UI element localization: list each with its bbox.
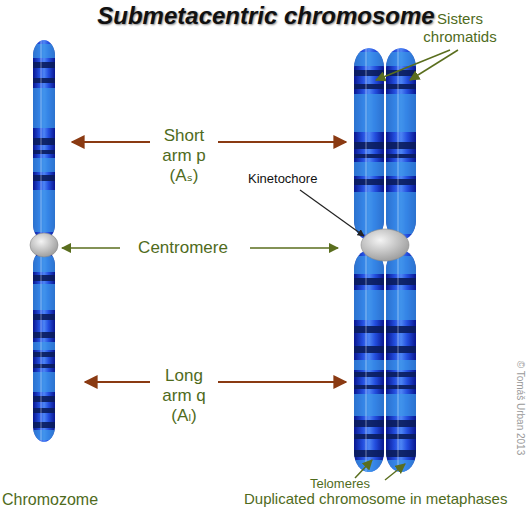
arm-label: Short arm p (Aₛ)	[156, 126, 212, 186]
chromosome-bands	[30, 40, 60, 442]
leader-arrow	[410, 50, 458, 80]
caption-label: Duplicated chromosome in metaphases	[244, 490, 507, 508]
caption-label: Chromozome	[2, 490, 98, 509]
kinetochore-shape	[361, 229, 409, 261]
leader-arrow	[85, 381, 150, 383]
leader-arrow	[218, 381, 346, 383]
chromatid-bands	[350, 48, 422, 472]
part-label: Sisters chromatids	[410, 10, 510, 46]
part-label: Centromere	[120, 238, 246, 258]
arm-label: Long arm q (Aₗ)	[156, 366, 212, 426]
leader-arrow	[376, 50, 450, 80]
leader-arrow	[355, 460, 372, 478]
leader-arrow	[218, 141, 346, 143]
leader-arrow	[72, 141, 150, 143]
leader-arrow	[250, 247, 338, 249]
leader-arrow	[62, 247, 120, 249]
leader-arrow	[385, 464, 405, 480]
single-chromosome	[30, 40, 60, 442]
leader-arrow	[300, 190, 364, 236]
watermark: © Tomáš Urban 2013	[514, 343, 526, 473]
part-label: Telomeres	[310, 476, 370, 492]
part-label: Kinetochore	[248, 171, 317, 187]
duplicated-chromosome	[350, 48, 422, 472]
centromere-shape	[30, 233, 58, 257]
leader-arrows	[62, 50, 458, 480]
